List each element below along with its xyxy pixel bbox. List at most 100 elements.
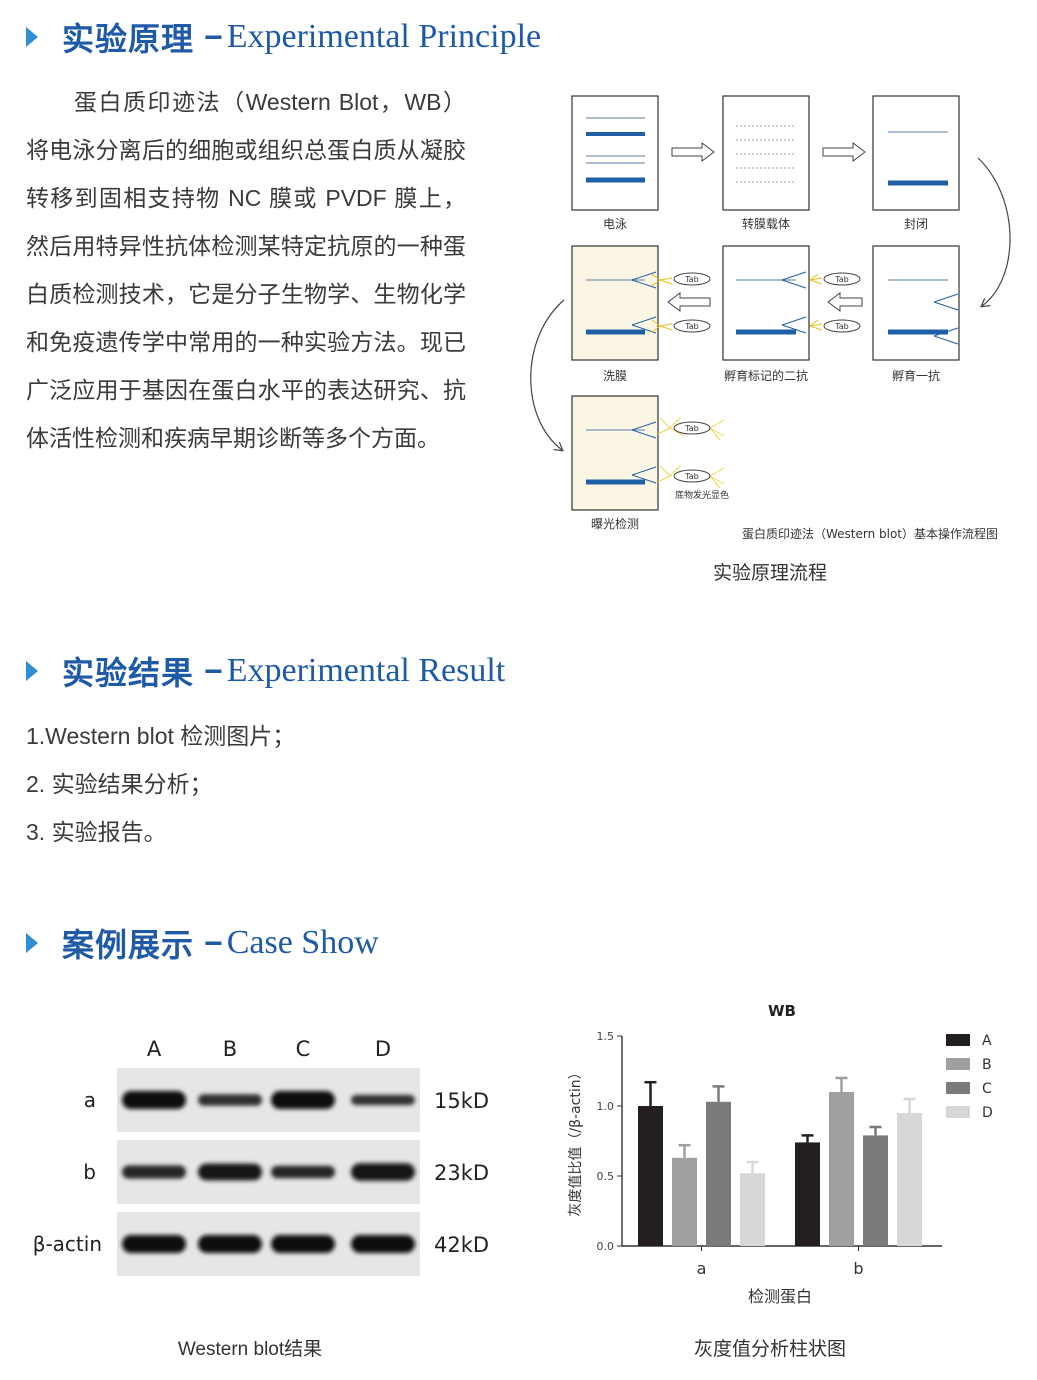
blot-band bbox=[351, 1094, 415, 1106]
section-header-result: 实验结果 − Experimental Result bbox=[26, 648, 505, 694]
step-label: 孵育标记的二抗 bbox=[724, 368, 808, 383]
bar bbox=[672, 1157, 697, 1246]
western-blot-image: A B C Da 15kD b 23kD β-actin 42kD bbox=[33, 1037, 489, 1276]
legend-label: A bbox=[982, 1033, 992, 1049]
tab-label: Tab bbox=[684, 424, 699, 433]
tab-oval bbox=[673, 319, 711, 333]
list-item: 2. 实验结果分析； bbox=[26, 771, 213, 797]
bar bbox=[740, 1173, 765, 1246]
blot-band bbox=[198, 1163, 262, 1181]
blot-band bbox=[198, 1235, 262, 1253]
result-list: 1.Western blot 检测图片； 2. 实验结果分析； 3. 实验报告。 bbox=[26, 712, 295, 856]
row-label: a bbox=[84, 1088, 96, 1112]
y-axis-label: 灰度值比值（/β-actin） bbox=[568, 1065, 584, 1216]
legend-label: C bbox=[982, 1081, 992, 1097]
flow-figure-title: 蛋白质印迹法（Western blot）基本操作流程图 bbox=[742, 526, 998, 541]
triangle-bullet-icon bbox=[26, 661, 38, 681]
blot-band bbox=[351, 1163, 415, 1181]
blot-band bbox=[351, 1235, 415, 1253]
y-tick-label: 0.5 bbox=[597, 1170, 615, 1183]
step-label: 封闭 bbox=[904, 217, 928, 231]
lane-label: A bbox=[147, 1037, 162, 1061]
row-label: β-actin bbox=[33, 1232, 102, 1256]
step-label: 转膜载体 bbox=[742, 216, 790, 231]
step-box-primary-antibody bbox=[872, 245, 960, 361]
step-box-secondary-antibody bbox=[722, 245, 810, 361]
tab-label: Tab bbox=[684, 275, 699, 284]
section-title-cn: 实验原理 bbox=[62, 21, 195, 57]
blot-band bbox=[198, 1094, 262, 1106]
arrow-left-icon bbox=[667, 292, 711, 312]
step-box-blocking bbox=[872, 95, 960, 211]
kd-label: 42kD bbox=[434, 1233, 489, 1257]
tab-oval bbox=[673, 421, 711, 435]
legend-label: D bbox=[982, 1105, 993, 1121]
tab-oval bbox=[823, 272, 861, 286]
arrow-right-icon bbox=[671, 142, 715, 162]
blot-caption: Western blot结果 bbox=[177, 1339, 323, 1360]
legend-swatch bbox=[946, 1058, 970, 1070]
section-title-dash: − bbox=[204, 652, 223, 689]
y-tick-label: 0.0 bbox=[597, 1240, 615, 1253]
x-axis-label: 检测蛋白 bbox=[748, 1287, 812, 1306]
blot-band bbox=[122, 1165, 186, 1179]
step-label: 曝光检测 bbox=[591, 516, 639, 531]
triangle-bullet-icon bbox=[26, 27, 38, 47]
blot-band bbox=[122, 1091, 186, 1109]
tab-oval bbox=[673, 469, 711, 483]
lane-label: C bbox=[296, 1037, 311, 1061]
blot-band bbox=[271, 1235, 335, 1253]
bar bbox=[706, 1101, 731, 1246]
tab-label: Tab bbox=[834, 275, 849, 284]
y-tick-label: 1.5 bbox=[597, 1030, 615, 1043]
y-tick-label: 1.0 bbox=[597, 1100, 615, 1113]
section-header-principle: 实验原理 − Experimental Principle bbox=[26, 14, 541, 60]
lane-label: B bbox=[223, 1037, 237, 1061]
step-label: 电泳 bbox=[603, 217, 627, 231]
legend-swatch bbox=[946, 1082, 970, 1094]
step-box-exposure bbox=[571, 395, 659, 511]
lane-label: D bbox=[375, 1037, 391, 1061]
list-item: 1.Western blot 检测图片； bbox=[26, 723, 296, 749]
curved-arrow-icon bbox=[530, 299, 565, 450]
kd-label: 23kD bbox=[434, 1161, 489, 1185]
tab-label: Tab bbox=[684, 472, 699, 481]
chart-caption: 灰度值分析柱状图 bbox=[693, 1339, 846, 1360]
intro-paragraph: 蛋白质印迹法（Western Blot，WB）将电泳分离后的细胞或组织总蛋白质从… bbox=[26, 89, 466, 451]
step-label: 孵育一抗 bbox=[892, 368, 940, 383]
step-label: 洗膜 bbox=[603, 369, 627, 383]
tab-label: Tab bbox=[834, 322, 849, 331]
legend-swatch bbox=[946, 1106, 970, 1118]
bar bbox=[829, 1092, 854, 1246]
blot-band bbox=[122, 1235, 186, 1253]
kd-label: 15kD bbox=[434, 1089, 489, 1113]
bar bbox=[795, 1142, 820, 1246]
curved-arrow-icon bbox=[977, 157, 1011, 306]
x-tick-label: b bbox=[853, 1259, 863, 1278]
bar bbox=[897, 1113, 922, 1246]
tab-oval bbox=[823, 319, 861, 333]
western-blot-flow-diagram: 电泳 转膜载体 封闭 Tab Tab Tab Tab 洗膜 孵育标记 bbox=[530, 95, 1011, 541]
section-title-cn: 案例展示 bbox=[62, 927, 195, 963]
triangle-bullet-icon bbox=[26, 933, 38, 953]
blot-band bbox=[271, 1091, 335, 1109]
section-title-en: Experimental Principle bbox=[226, 18, 542, 55]
section-header-case: 案例展示 − Case Show bbox=[26, 920, 379, 966]
arrow-right-icon bbox=[822, 142, 866, 162]
chart-title: WB bbox=[768, 1002, 796, 1020]
row-label: b bbox=[83, 1160, 96, 1184]
arrow-left-icon bbox=[827, 292, 863, 312]
bar bbox=[863, 1135, 888, 1246]
flow-caption: 实验原理流程 bbox=[712, 563, 827, 584]
tab-label: Tab bbox=[684, 322, 699, 331]
list-item: 3. 实验报告。 bbox=[26, 819, 167, 845]
tab-oval bbox=[673, 272, 711, 286]
legend-label: B bbox=[982, 1057, 992, 1073]
section-title-en: Experimental Result bbox=[226, 652, 506, 689]
blot-band bbox=[271, 1165, 335, 1179]
section-title-dash: − bbox=[204, 18, 223, 55]
x-tick-label: a bbox=[697, 1259, 707, 1278]
section-title-dash: − bbox=[204, 924, 223, 961]
section-title-cn: 实验结果 bbox=[62, 655, 195, 691]
